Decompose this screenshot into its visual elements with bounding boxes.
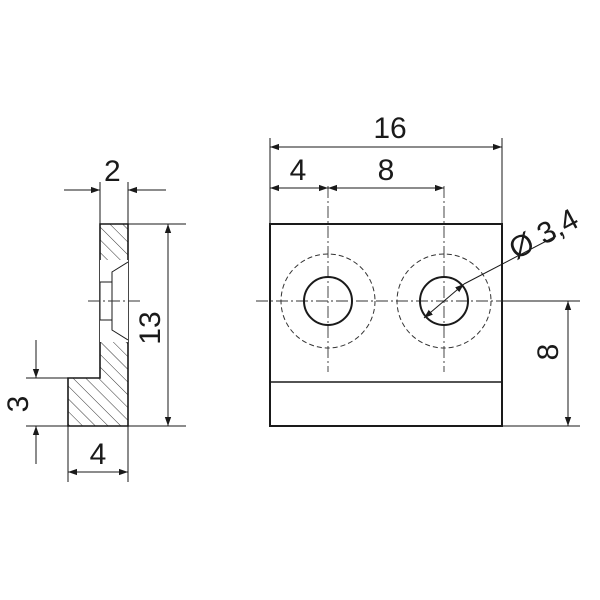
diameter-leader-extension — [463, 235, 557, 285]
diameter-leader — [423, 283, 465, 319]
base-width-label: 4 — [90, 438, 107, 471]
center-height-label: 8 — [532, 344, 565, 361]
hole1 — [303, 276, 353, 326]
hole-diameter-label: Ø 3,4 — [504, 203, 584, 267]
front-outline — [269, 223, 503, 427]
step-height-label: 3 — [2, 396, 35, 413]
side-view: 2 13 3 4 — [2, 155, 186, 482]
thickness-label: 2 — [104, 155, 121, 188]
hole2-countersink — [396, 253, 492, 349]
height-label: 13 — [134, 311, 167, 344]
overall-width-label: 16 — [373, 112, 406, 145]
hole2 — [419, 276, 469, 326]
hole-spacing-label: 8 — [378, 154, 395, 187]
front-view: 16 4 8 Ø 3,4 8 — [256, 112, 584, 427]
hole-offset-label: 4 — [290, 154, 307, 187]
hole1-countersink — [280, 253, 376, 349]
